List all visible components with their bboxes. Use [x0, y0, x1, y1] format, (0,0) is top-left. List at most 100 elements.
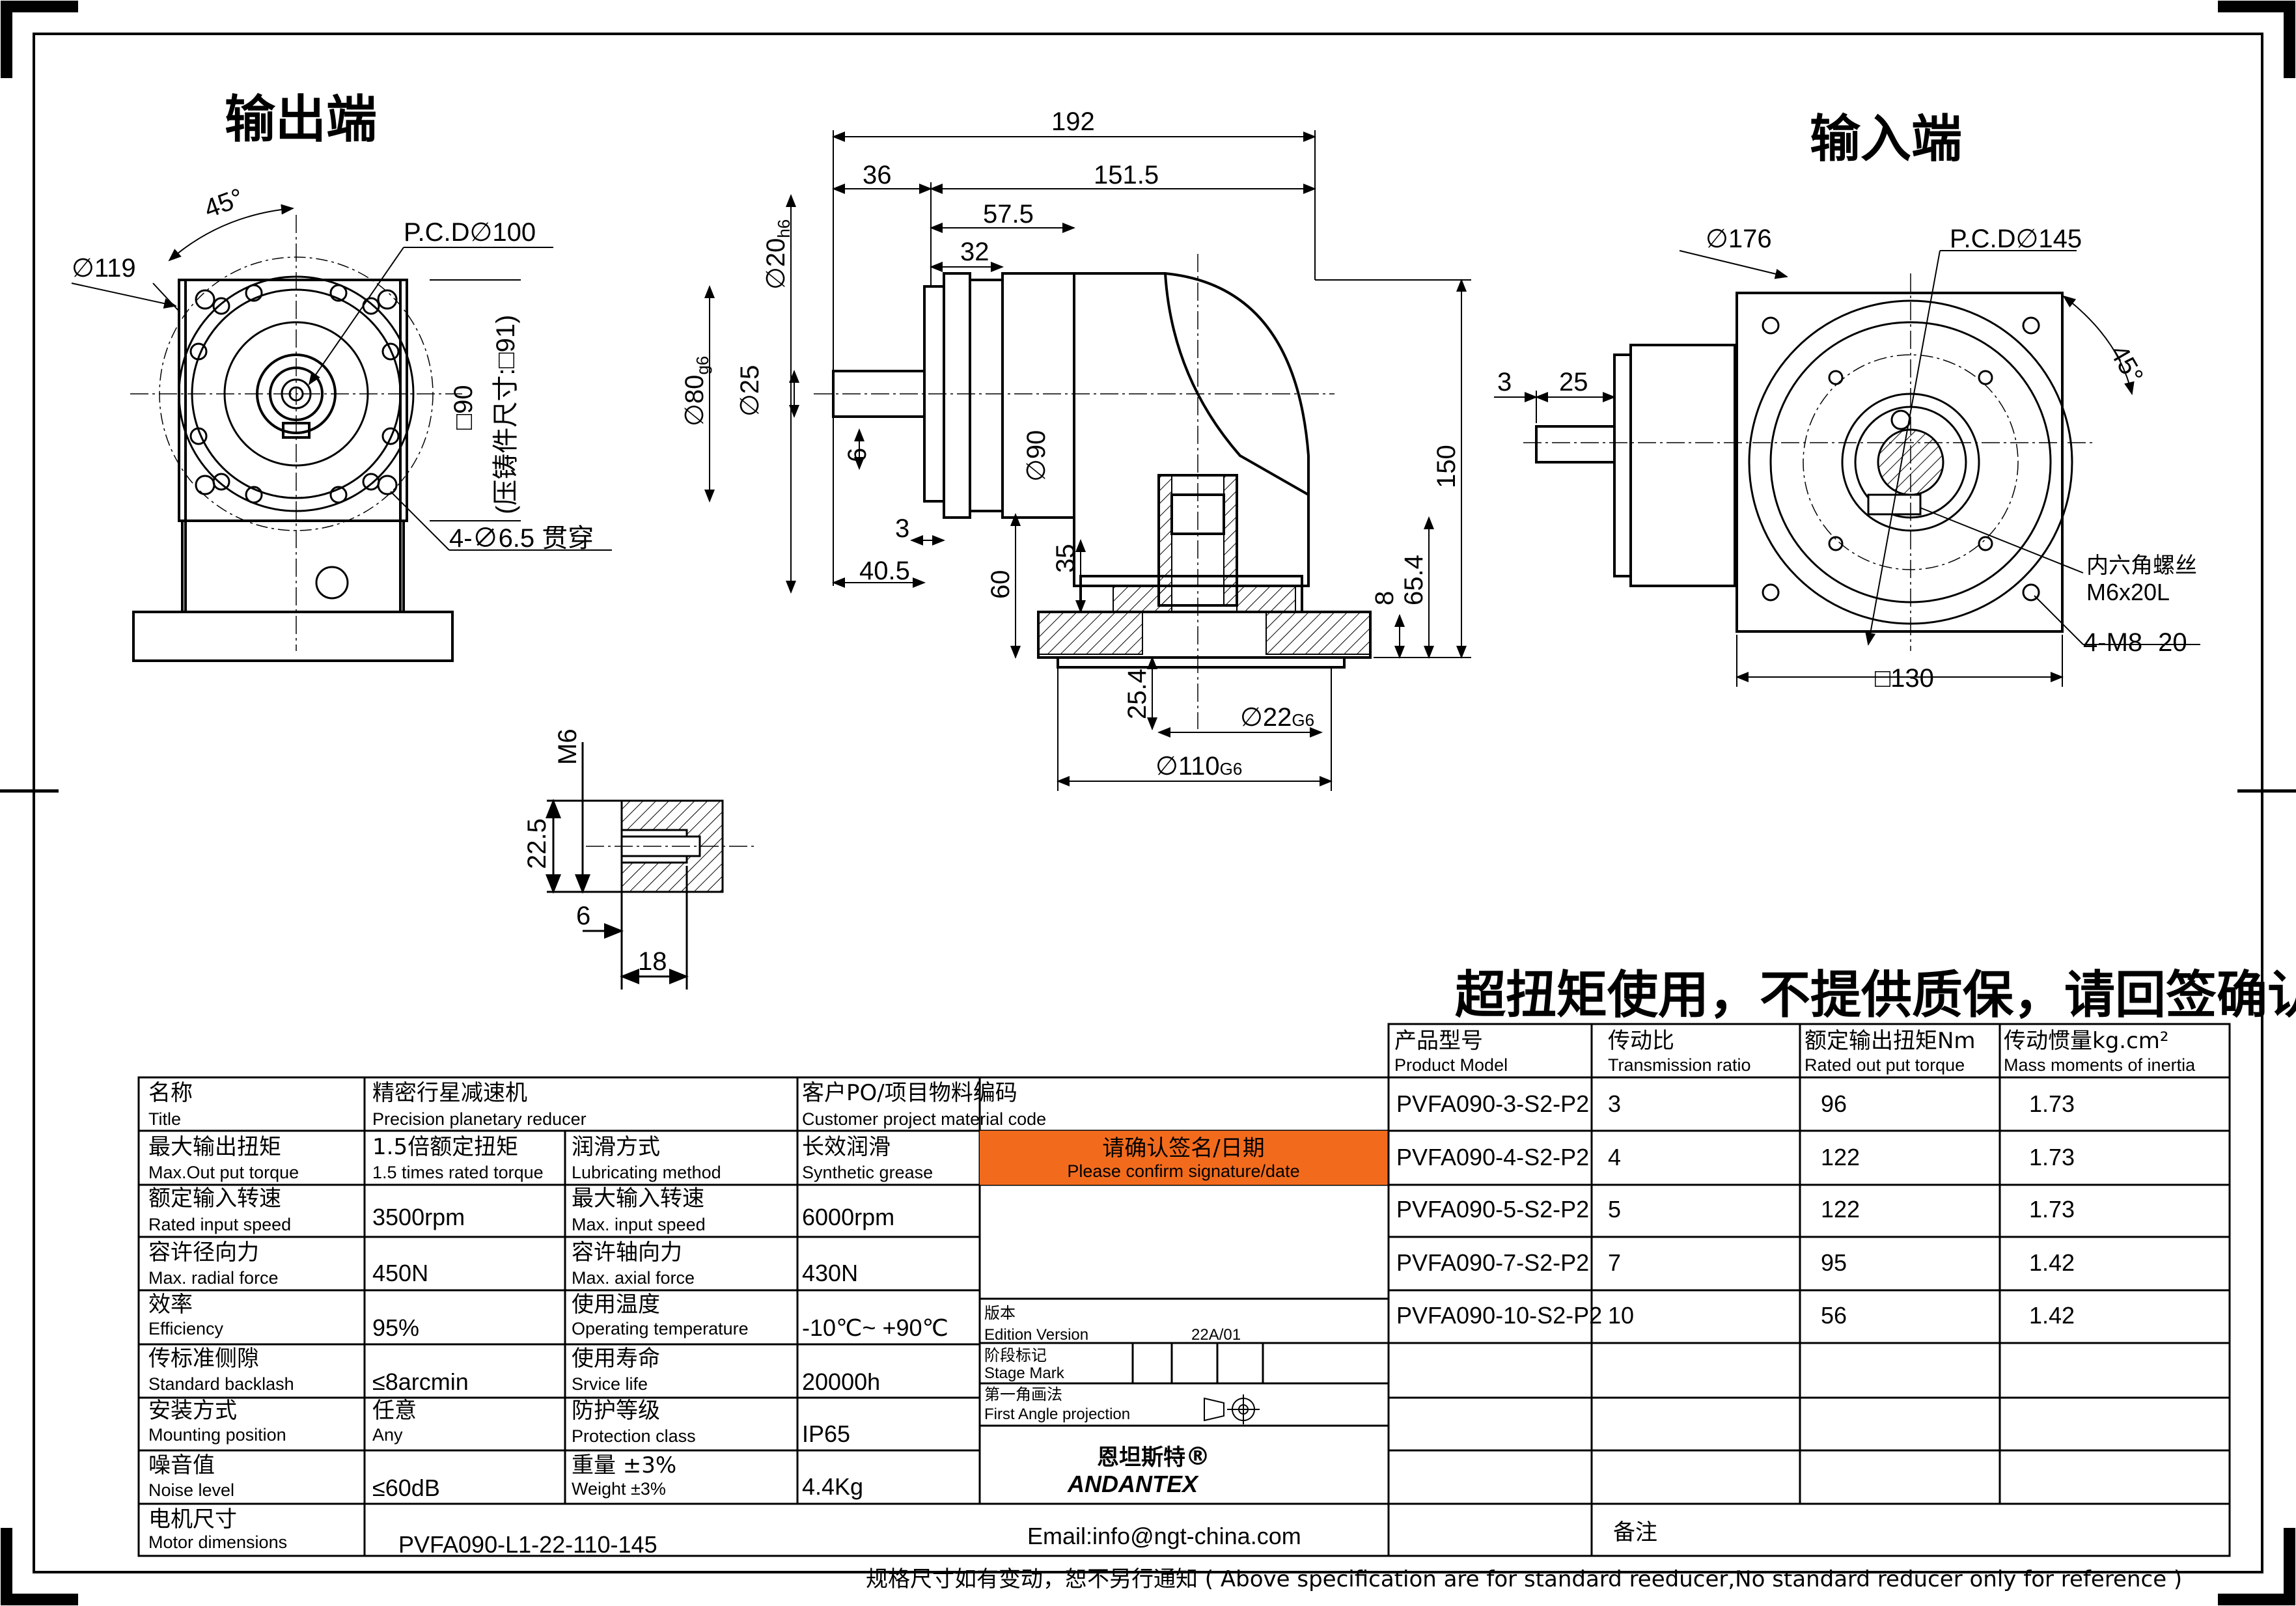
rated-speed-value: 3500rpm: [372, 1204, 465, 1230]
ratio-header-cn-0: 产品型号: [1394, 1028, 1483, 1054]
angle-label: 45°: [2104, 340, 2148, 389]
temperature-label-en: Operating temperature: [572, 1319, 749, 1338]
efficiency-value: 95%: [372, 1314, 419, 1341]
side-view-hatch: [1038, 475, 1371, 655]
dim-6: 6: [843, 448, 872, 462]
noise-label-cn: 噪音值: [148, 1452, 215, 1478]
dim-36: 36: [863, 161, 892, 189]
confirm-signature-cell[interactable]: [980, 1131, 1389, 1185]
backlash-label-cn: 传标准侧隙: [148, 1346, 259, 1372]
dim-65: 65.4: [1400, 555, 1428, 605]
mounting-value-en: Any: [372, 1425, 403, 1445]
dim-150: 150: [1432, 445, 1461, 488]
model-cell: PVFA090-3-S2-P2: [1396, 1090, 1589, 1117]
side-view-dimlines: [704, 130, 1471, 791]
noise-value: ≤60dB: [372, 1474, 440, 1501]
weight-label-cn: 重量 ±3%: [572, 1452, 676, 1478]
input-end-dims: ∅176 P.C.D∅145 3 25 45° 内六角螺丝 M6x20L 4-M…: [1497, 225, 2197, 693]
edition-label-cn: 版本: [984, 1305, 1016, 1322]
dim-22: ∅22: [1240, 703, 1292, 732]
radial-force-value: 450N: [372, 1260, 428, 1286]
side-view-centerlines: [814, 254, 1335, 729]
input-end-title: 输入端: [1810, 110, 1962, 169]
mounting-value-cn: 任意: [372, 1398, 417, 1424]
weight-value: 4.4Kg: [802, 1473, 863, 1500]
side-view-dims: 192 36 151.5 57.5 32 ∅20h6 ∅80g6 ∅25 6 ∅…: [680, 107, 1461, 781]
model-cell: PVFA090-10-S2-P2: [1396, 1302, 1602, 1329]
dim-3: 3: [1497, 368, 1512, 396]
torque-cell: 56: [1821, 1302, 1847, 1329]
dim-60: 60: [986, 570, 1015, 600]
screw-label: M6x20L: [2086, 579, 2170, 605]
dim-80-fit: g6: [693, 356, 712, 375]
ratio-cell: 5: [1608, 1196, 1621, 1223]
cast-label: (压铸件尺寸:□91): [491, 315, 520, 514]
protection-label-en: Protection class: [572, 1426, 696, 1446]
model-code: PVFA090-L1-22-110-145: [398, 1531, 657, 1558]
output-end-view: [132, 256, 454, 662]
ratio-header-en-3: Mass moments of inertia: [2004, 1055, 2196, 1075]
inertia-cell: 1.73: [2029, 1144, 2075, 1170]
rated-speed-label-cn: 额定输入转速: [148, 1185, 281, 1211]
dim-3: 3: [895, 514, 909, 543]
ratio-header-en-1: Transmission ratio: [1608, 1055, 1751, 1075]
dim-m6: M6: [553, 728, 582, 765]
ratio-header-en-2: Rated out put torque: [1805, 1055, 1965, 1075]
ratio-header-cn-2: 额定输出扭矩Nm: [1805, 1028, 1976, 1054]
remark-label: 备注: [1613, 1519, 1657, 1545]
confirm-label-en: Please confirm signature/date: [1067, 1161, 1299, 1181]
dim-20: ∅20: [762, 238, 790, 290]
pcd-label: P.C.D∅100: [404, 218, 536, 247]
max-torque-label-cn: 最大输出扭矩: [148, 1134, 281, 1160]
dim-80: ∅80: [680, 375, 709, 426]
customer-label-cn: 客户PO/项目物料编码: [802, 1080, 1017, 1106]
inertia-cell: 1.42: [2029, 1302, 2075, 1329]
title-label-cn: 名称: [148, 1080, 193, 1106]
title-value-cn: 精密行星减速机: [372, 1080, 527, 1106]
warning-text: 超扭矩使用，不提供质保，请回签确认: [1455, 966, 2296, 1025]
input-end-leaders: [1494, 250, 2200, 687]
svg-text:∅80g6: ∅80g6: [680, 356, 712, 426]
ratio-table-grid: [1387, 1023, 2231, 1557]
max-speed-label-cn: 最大输入转速: [572, 1185, 704, 1211]
pcd-label: P.C.D∅145: [1950, 225, 2082, 253]
email-text: Email:info@ngt-china.com: [1027, 1523, 1301, 1549]
noise-label-en: Noise level: [148, 1480, 234, 1500]
dim-57: 57.5: [983, 200, 1034, 228]
output-end-dims: 45° P.C.D∅100 ∅119 □90 (压铸件尺寸:□91) 4-∅6.…: [72, 183, 594, 553]
projection-label-cn: 第一角画法: [984, 1386, 1062, 1404]
service-life-label-cn: 使用寿命: [572, 1346, 660, 1372]
output-end-leaders: [71, 204, 612, 551]
motor-dim-label-cn: 电机尺寸: [148, 1506, 237, 1532]
torque-cell: 96: [1821, 1090, 1847, 1117]
dim-110: ∅110: [1155, 752, 1220, 781]
stage-label-cn: 阶段标记: [984, 1347, 1047, 1364]
output-end-centerlines: [130, 215, 462, 651]
inertia-cell: 1.73: [2029, 1196, 2075, 1223]
edition-label-en: Edition Version: [984, 1326, 1088, 1344]
model-cell: PVFA090-7-S2-P2: [1396, 1249, 1589, 1276]
protection-value: IP65: [802, 1420, 850, 1447]
radial-force-label-cn: 容许径向力: [148, 1239, 259, 1266]
efficiency-label-cn: 效率: [148, 1292, 193, 1318]
rated-speed-label-en: Rated input speed: [148, 1215, 291, 1234]
input-end-centerlines: [1523, 273, 2096, 651]
inertia-cell: 1.73: [2029, 1090, 2075, 1117]
dim-35: 35: [1051, 544, 1080, 574]
motor-dim-label-en: Motor dimensions: [148, 1532, 287, 1552]
temperature-label-cn: 使用温度: [572, 1292, 660, 1318]
confirm-label-cn: 请确认签名/日期: [1102, 1135, 1264, 1161]
max-torque-value-cn: 1.5倍额定扭矩: [372, 1134, 518, 1160]
stage-label-en: Stage Mark: [984, 1364, 1065, 1382]
axial-force-value: 430N: [802, 1260, 858, 1286]
dim-25: 25: [1559, 368, 1588, 396]
screw-label-cn: 内六角螺丝: [2086, 553, 2197, 579]
footer-note: 规格尺寸如有变动，恕不另行通知 ( Above specification ar…: [866, 1566, 2182, 1592]
